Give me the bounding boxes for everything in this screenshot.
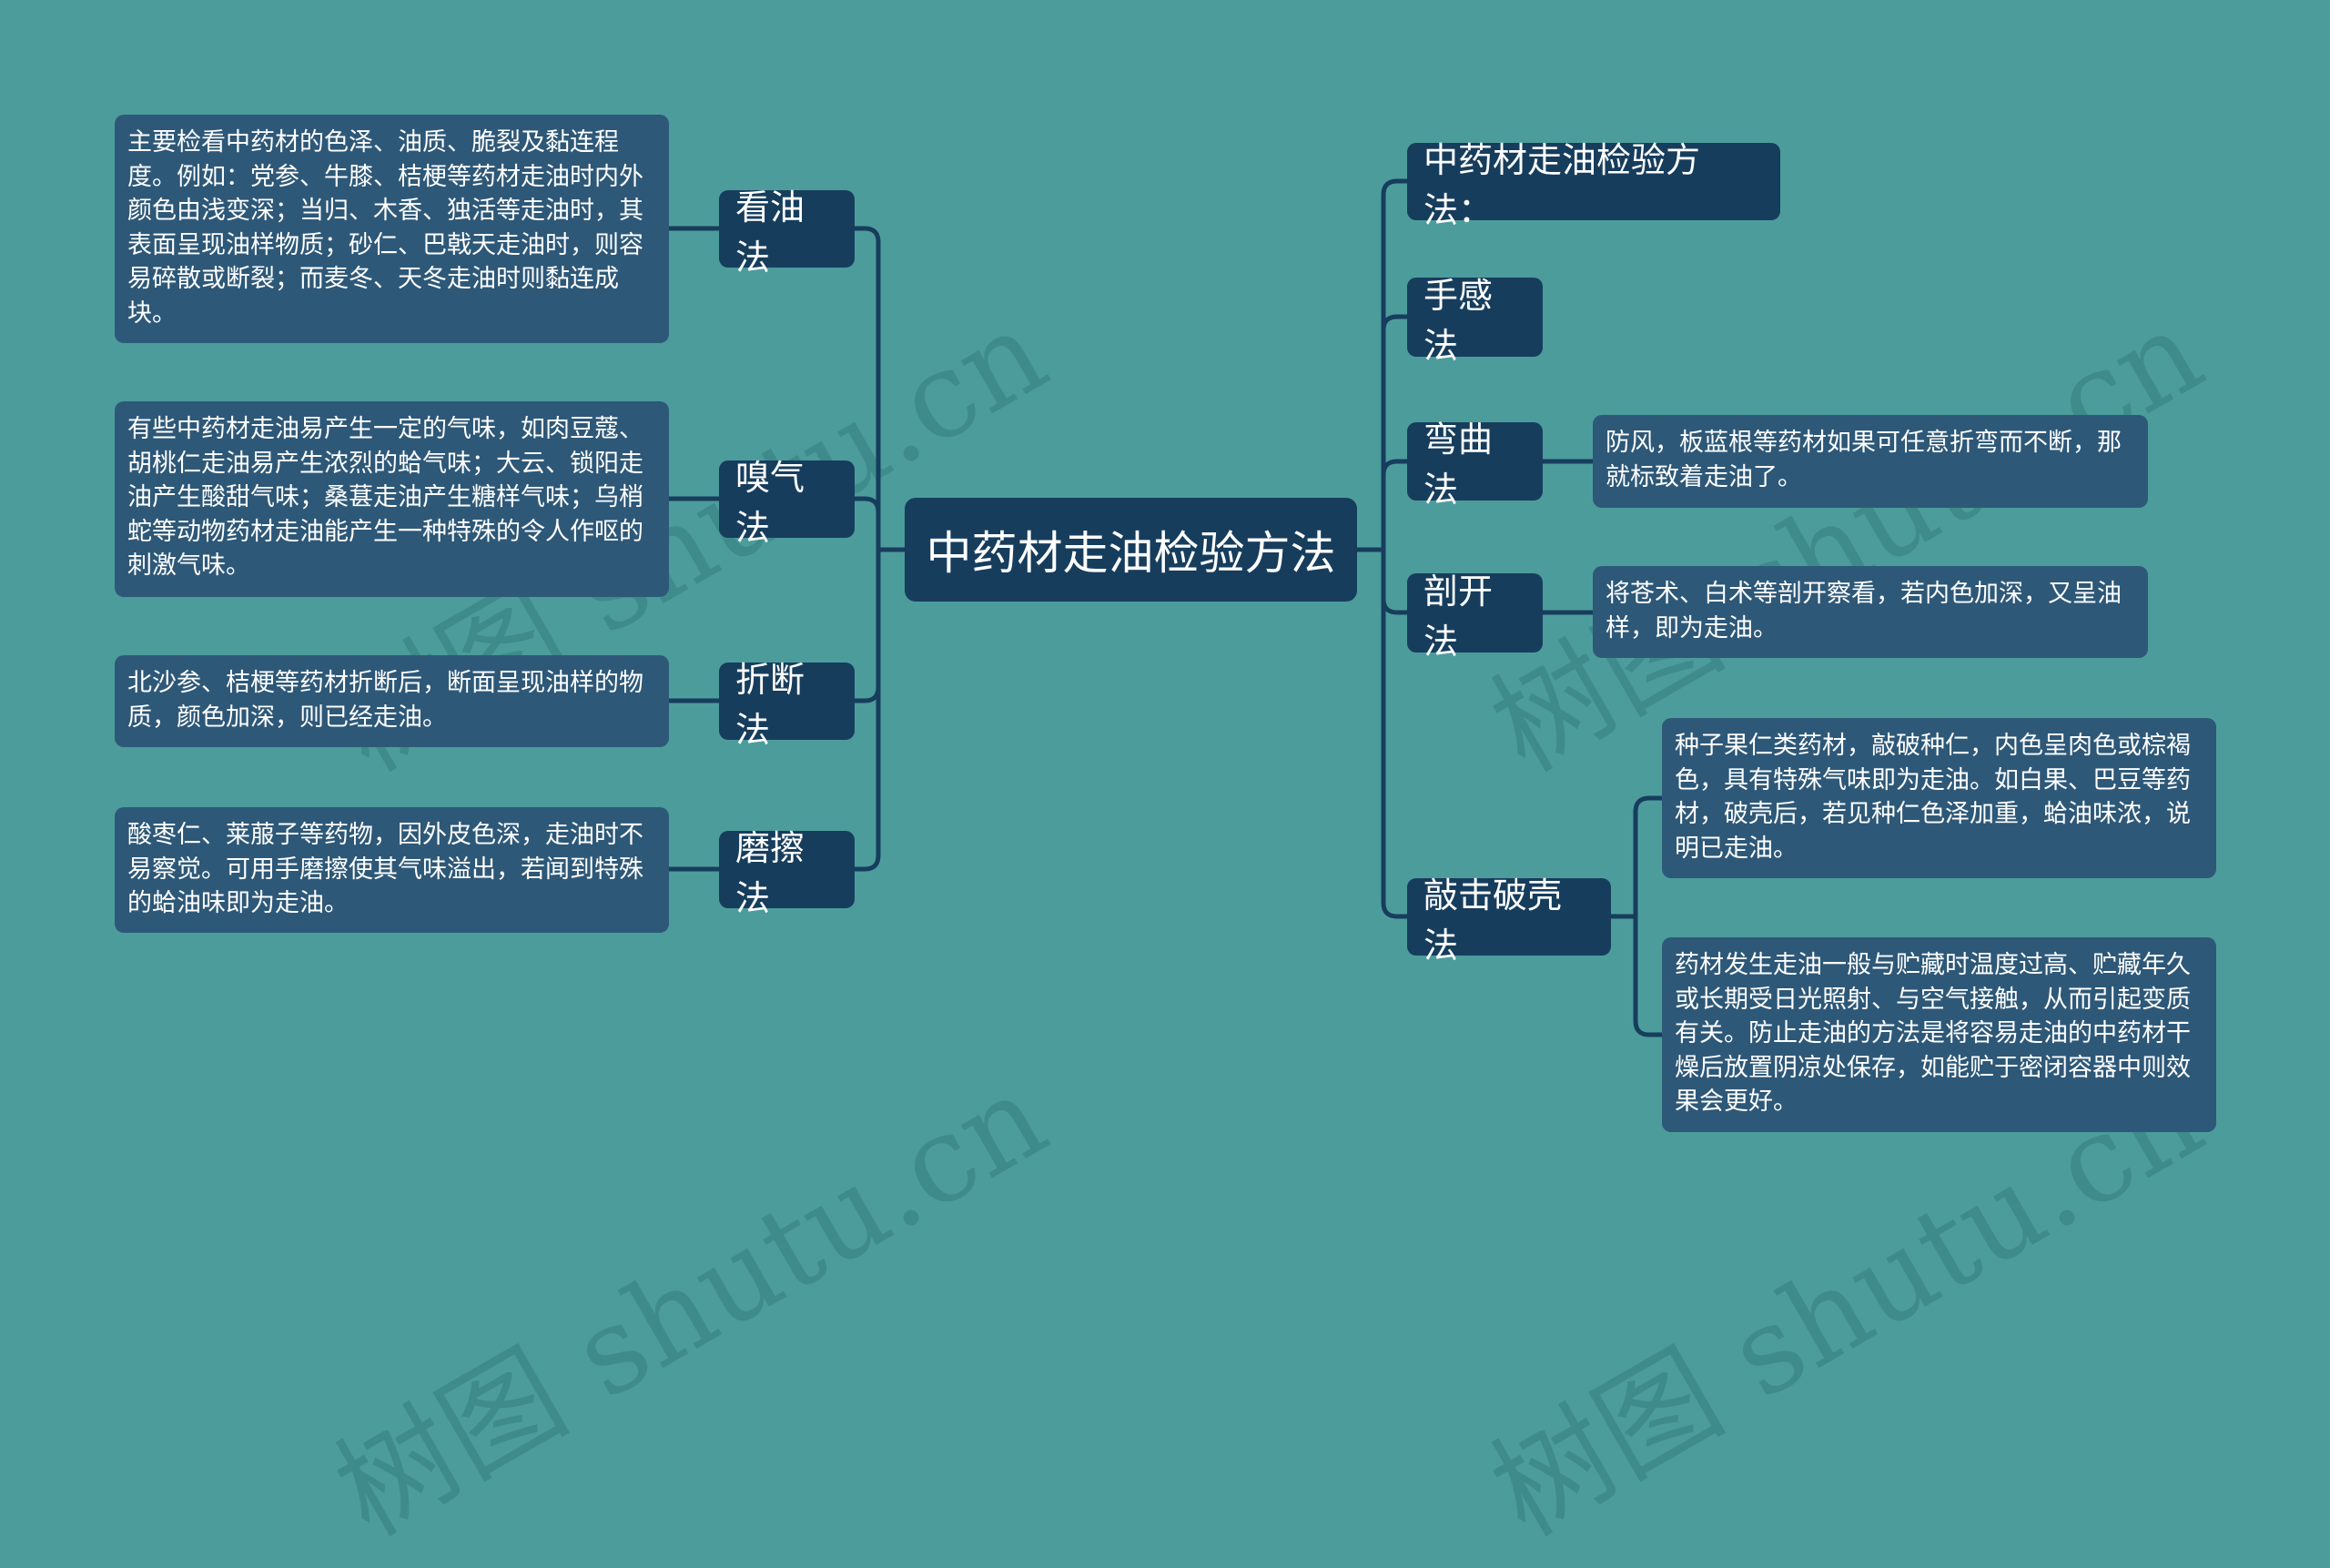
branch-shou-gan-fa[interactable]: 手感法: [1407, 276, 1543, 366]
detail-qiao-ji-1[interactable]: 种子果仁类药材，敲破种仁，内色呈肉色或棕褐色，具有特殊气味即为走油。如白果、巴豆…: [1662, 718, 2216, 878]
root-label: 中药材走油检验方法: [926, 527, 1336, 580]
detail-pou-kai-fa[interactable]: 将苍术、白术等剖开察看，若内色加深，又呈油样，即为走油。: [1593, 566, 2148, 658]
branch-kan-you-fa[interactable]: 看油法: [719, 187, 855, 278]
detail-zhe-duan-fa[interactable]: 北沙参、桔梗等药材折断后，断面呈现油样的物质，颜色加深，则已经走油。: [115, 655, 669, 747]
detail-kan-you-fa[interactable]: 主要检看中药材的色泽、油质、脆裂及黏连程度。例如：党参、牛膝、桔梗等药材走油时内…: [115, 115, 669, 343]
root-node[interactable]: 中药材走油检验方法: [905, 498, 1357, 602]
branch-qiao-ji-po-ke-fa[interactable]: 敲击破壳法: [1407, 875, 1611, 966]
branch-mo-ca-fa[interactable]: 磨擦法: [719, 828, 855, 918]
detail-text: 防风，板蓝根等药材如果可任意折弯而不断，那就标致着走油了。: [1606, 429, 2122, 491]
detail-wan-qu-fa[interactable]: 防风，板蓝根等药材如果可任意折弯而不断，那就标致着走油了。: [1593, 415, 2148, 508]
branch-label: 中药材走油检验方法：: [1423, 139, 1701, 230]
branch-label: 折断法: [735, 659, 805, 750]
branch-pou-kai-fa[interactable]: 剖开法: [1407, 572, 1543, 662]
branch-zhe-duan-fa[interactable]: 折断法: [719, 660, 855, 750]
branch-label: 看油法: [735, 187, 805, 278]
detail-text: 将苍术、白术等剖开察看，若内色加深，又呈油样，即为走油。: [1606, 580, 2122, 642]
branch-wan-qu-fa[interactable]: 弯曲法: [1407, 420, 1543, 510]
detail-mo-ca-fa[interactable]: 酸枣仁、莱菔子等药物，因外皮色深，走油时不易察觉。可用手磨擦使其气味溢出，若闻到…: [115, 807, 669, 933]
detail-text: 有些中药材走油易产生一定的气味，如肉豆蔻、胡桃仁走油易产生浓烈的蛤气味；大云、锁…: [127, 415, 643, 580]
detail-qiao-ji-2[interactable]: 药材发生走油一般与贮藏时温度过高、贮藏年久或长期受日光照射、与空气接触，从而引起…: [1662, 937, 2216, 1132]
branch-xiu-qi-fa[interactable]: 嗅气法: [719, 458, 855, 548]
branch-label: 剖开法: [1423, 571, 1494, 662]
branch-label: 敲击破壳法: [1423, 875, 1563, 966]
detail-text: 北沙参、桔梗等药材折断后，断面呈现油样的物质，颜色加深，则已经走油。: [127, 669, 643, 732]
detail-xiu-qi-fa[interactable]: 有些中药材走油易产生一定的气味，如肉豆蔻、胡桃仁走油易产生浓烈的蛤气味；大云、锁…: [115, 401, 669, 597]
detail-text: 主要检看中药材的色泽、油质、脆裂及黏连程度。例如：党参、牛膝、桔梗等药材走油时内…: [127, 128, 643, 328]
branch-label: 磨擦法: [735, 827, 805, 918]
detail-text: 药材发生走油一般与贮藏时温度过高、贮藏年久或长期受日光照射、与空气接触，从而引起…: [1675, 951, 2191, 1116]
branch-label: 手感法: [1423, 275, 1494, 366]
branch-methods-heading[interactable]: 中药材走油检验方法：: [1407, 140, 1780, 230]
detail-text: 种子果仁类药材，敲破种仁，内色呈肉色或棕褐色，具有特殊气味即为走油。如白果、巴豆…: [1675, 732, 2191, 863]
branch-label: 嗅气法: [735, 457, 805, 548]
detail-text: 酸枣仁、莱菔子等药物，因外皮色深，走油时不易察觉。可用手磨擦使其气味溢出，若闻到…: [127, 821, 643, 917]
connector-lines: [669, 178, 1662, 1037]
branch-label: 弯曲法: [1423, 420, 1494, 510]
